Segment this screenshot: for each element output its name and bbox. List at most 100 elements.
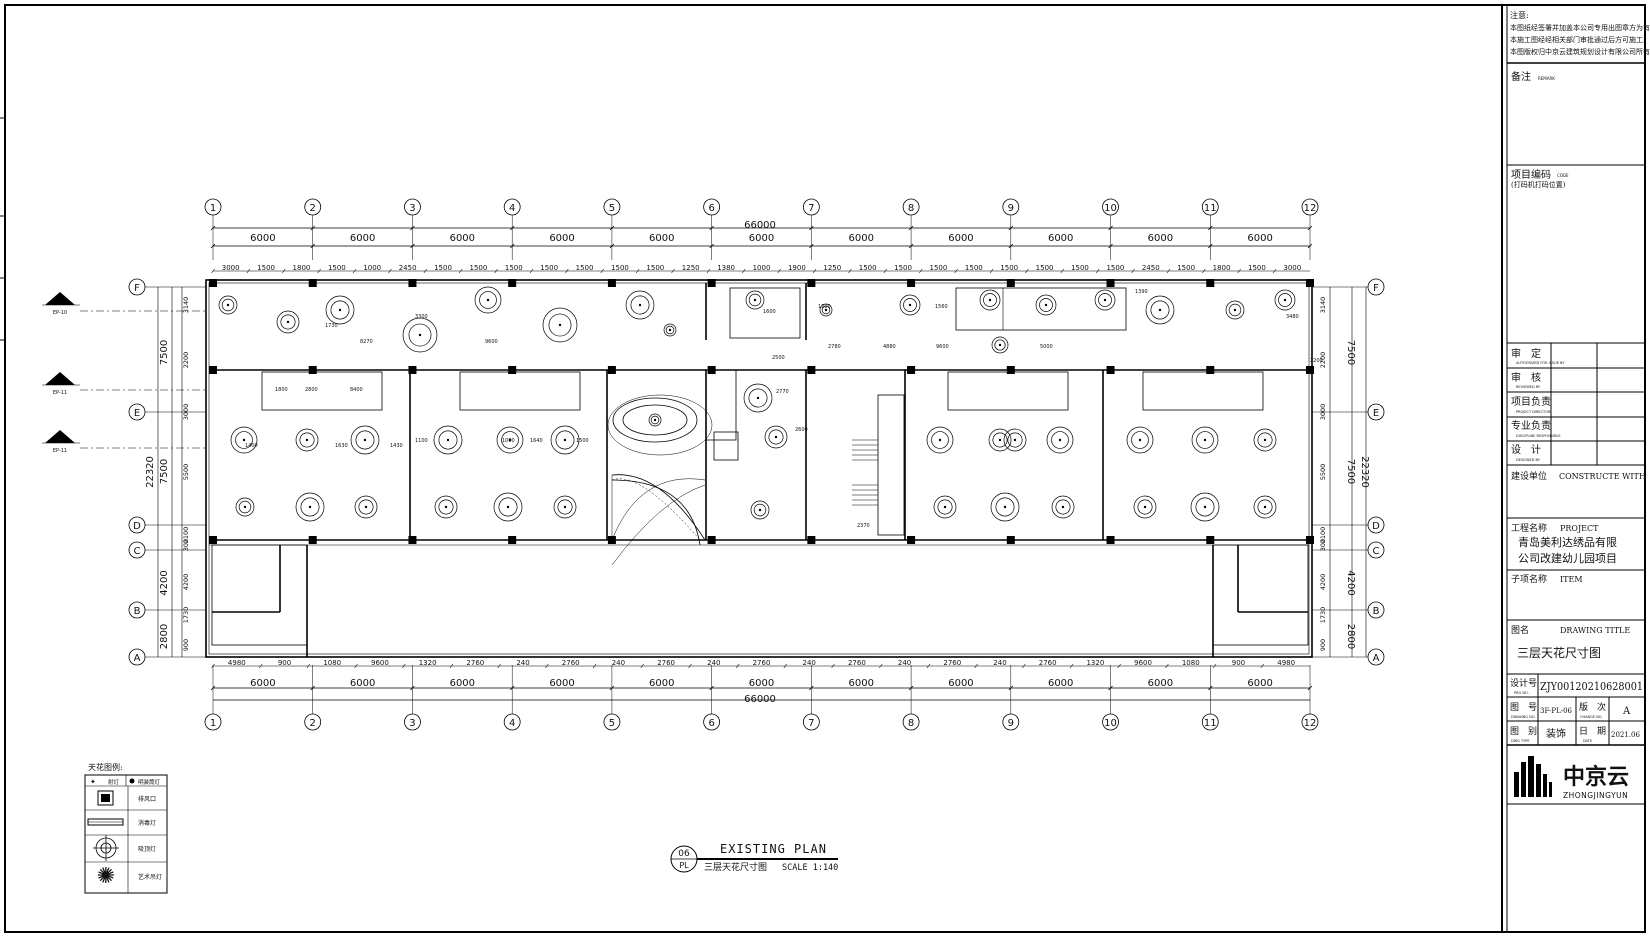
- remarks-en: REMARK: [1538, 76, 1555, 81]
- room-dim-12: 1100: [415, 438, 428, 444]
- detail-dimension-right: 2200: [1319, 352, 1327, 369]
- room-dim-8: 1730: [325, 323, 338, 329]
- bottom-detail-dim: 2760: [466, 659, 484, 667]
- room-dim-18: 2600: [795, 427, 808, 433]
- grid-label-bottom: 7: [808, 718, 814, 729]
- room-dim-17: 2770: [776, 389, 789, 395]
- room-dim-7: 2200: [1310, 358, 1323, 364]
- structural-column: [1006, 279, 1015, 287]
- grid-label-top: 3: [409, 203, 415, 214]
- room-dim-20: 2780: [828, 344, 841, 350]
- top-detail-dim: 1500: [965, 264, 983, 272]
- bay-dimension-bottom: 6000: [749, 678, 774, 689]
- structural-column: [1006, 366, 1015, 374]
- grid-label-bottom: 9: [1008, 718, 1014, 729]
- bay-dimension-top: 6000: [649, 233, 674, 244]
- remarks-label: 备注: [1511, 70, 1531, 83]
- top-detail-dim: 1500: [646, 264, 664, 272]
- structural-column: [707, 366, 716, 374]
- structural-column: [1306, 279, 1314, 287]
- top-detail-dim: 3000: [1283, 264, 1301, 272]
- structural-column: [1106, 279, 1115, 287]
- detail-dimension-right: 300: [1319, 539, 1327, 551]
- row-dimension-right: 2800: [1345, 624, 1356, 649]
- ceiling-light-fixture: [553, 495, 577, 519]
- ceiling-light-fixture: [1035, 294, 1057, 316]
- ceiling-light-fixture: [1003, 428, 1027, 452]
- bay-dimension-top: 6000: [549, 233, 574, 244]
- room-dim-6: 3300: [415, 314, 428, 320]
- legend-downlight-icon: [129, 778, 135, 784]
- legend-title: 天花图例:: [88, 762, 123, 772]
- bottom-detail-dim: 240: [612, 659, 625, 667]
- structural-column: [707, 536, 716, 544]
- bay-dimension-top: 6000: [250, 233, 275, 244]
- bay-dimension-bottom: 6000: [350, 678, 375, 689]
- project-label: 工程名称: [1511, 522, 1547, 534]
- ceiling-light-fixture: [899, 294, 921, 316]
- structural-column: [807, 279, 816, 287]
- room-dim-11: 1430: [390, 443, 403, 449]
- plan-title-text: EXISTING PLAN: [720, 842, 827, 856]
- overall-depth-left: 22320: [145, 456, 156, 488]
- project-en: PROJECT: [1560, 524, 1599, 533]
- room-dim-10: 1630: [335, 443, 348, 449]
- structural-column: [607, 279, 616, 287]
- plan-bubble-top: 06: [678, 849, 690, 859]
- structural-column: [607, 536, 616, 544]
- legend-exhaust-icon: [97, 790, 114, 806]
- row-label-right: C: [1373, 546, 1380, 557]
- structural-column: [209, 366, 217, 374]
- room-dimensions: 1800 2800 8400 9600 8270 3300 2200 1730 …: [245, 289, 1323, 529]
- detail-dimension-right: 4200: [1319, 574, 1327, 591]
- ceiling-light-fixture: [988, 428, 1012, 452]
- stair-treads: [852, 439, 878, 506]
- section-marker-1-bottom: EP-10: [53, 310, 67, 316]
- detail-dimension-left: 2100: [182, 527, 190, 544]
- legend-item-uv-lamp: 消毒灯: [138, 819, 156, 827]
- grid-label-bottom: 8: [908, 718, 914, 729]
- bay-dimension-top: 6000: [350, 233, 375, 244]
- ceiling-light-fixture: [979, 289, 1001, 311]
- bay-dimension-bottom: 6000: [549, 678, 574, 689]
- top-detail-dim: 1250: [682, 264, 700, 272]
- plan-title: 06 PL EXISTING PLAN 三层天花尺寸图 SCALE 1:140: [670, 842, 838, 873]
- grid-label-bottom: 2: [310, 718, 316, 729]
- grid-label-bottom: 10: [1104, 718, 1117, 729]
- top-detail-dim: 2450: [399, 264, 417, 272]
- notes-line-3: 本图版权归中京云建筑规划设计有限公司所有。: [1510, 47, 1650, 56]
- row-label-left: A: [134, 653, 141, 664]
- grid-label-top: 1: [210, 203, 216, 214]
- row-dimension-left: 4200: [159, 570, 170, 595]
- room-dim-21: 5000: [1040, 344, 1053, 350]
- design-no-label: 设计号: [1510, 677, 1537, 689]
- approval-authorized-en: AUTHORIZED FOR ISSUE BY: [1516, 361, 1565, 365]
- bottom-detail-dim: 2760: [657, 659, 675, 667]
- row-label-right: E: [1373, 408, 1379, 419]
- ceiling-light-fixture: [1253, 428, 1277, 452]
- row-dimension-right: 7500: [1345, 459, 1356, 484]
- structural-column: [209, 536, 217, 544]
- structural-column: [408, 536, 417, 544]
- row-label-right: B: [1373, 606, 1380, 617]
- structural-column: [508, 536, 517, 544]
- bottom-detail-dim: 240: [516, 659, 529, 667]
- top-detail-dim: 1500: [1177, 264, 1195, 272]
- notes-line-2: 本施工图经经相关部门审批通过后方可施工;: [1510, 35, 1645, 44]
- structural-column: [1106, 536, 1115, 544]
- project-name-line-2: 公司改建幼儿园项目: [1518, 551, 1617, 565]
- room-dim-23: 9600: [936, 344, 949, 350]
- detail-dimension-left: 300: [182, 539, 190, 551]
- ceiling-light-fixture: [350, 425, 380, 455]
- room-dim-4: 9600: [485, 339, 498, 345]
- detail-dimension-left: 5500: [182, 464, 190, 481]
- grid-label-bottom: 5: [609, 718, 615, 729]
- bay-dimension-top: 6000: [1148, 233, 1173, 244]
- row-label-left: C: [134, 546, 141, 557]
- top-detail-dim: 1500: [540, 264, 558, 272]
- grid-label-top: 8: [908, 203, 914, 214]
- ceiling-light-fixture: [819, 303, 833, 317]
- bottom-detail-dim: 240: [993, 659, 1006, 667]
- room-dim-25: 1390: [1135, 289, 1148, 295]
